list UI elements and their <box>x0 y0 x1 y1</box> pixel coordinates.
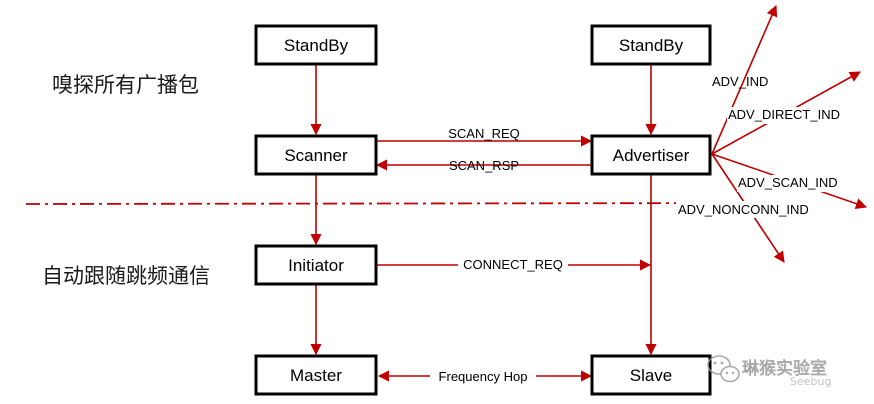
label-adv-direct-ind: ADV_DIRECT_IND <box>728 107 840 122</box>
label-adv-scan-ind: ADV_SCAN_IND <box>738 175 838 190</box>
label-adv-ind: ADV_IND <box>712 74 768 89</box>
advertiser-box: Advertiser <box>590 134 712 176</box>
standby-left-box: StandBy <box>254 24 378 66</box>
slave-box: Slave <box>590 354 712 396</box>
standby-left-label: StandBy <box>284 36 349 55</box>
section-label-hop: 自动跟随跳频通信 <box>42 264 210 288</box>
initiator-label: Initiator <box>288 256 344 275</box>
label-adv-nonconn-ind: ADV_NONCONN_IND <box>678 202 809 217</box>
label-bg-adv-scan-ind <box>737 175 847 192</box>
scanner-box: Scanner <box>254 134 378 176</box>
label-bg-frequency-hop <box>430 367 536 384</box>
label-scan-req: SCAN_REQ <box>448 126 520 141</box>
watermark-sub: Seebug <box>790 375 831 388</box>
ray-adv-ind <box>711 4 778 155</box>
label-frequency-hop: Frequency Hop <box>439 369 528 384</box>
advertiser-label: Advertiser <box>613 146 690 165</box>
watermark-name: 琳猴实验室 <box>742 358 827 379</box>
master-label: Master <box>290 366 342 385</box>
watermark: 琳猴实验室 Seebug <box>707 355 831 388</box>
initiator-box: Initiator <box>254 244 378 286</box>
section-label-sniff: 嗅探所有广播包 <box>52 73 199 97</box>
master-box: Master <box>254 354 378 396</box>
label-connect-req: CONNECT_REQ <box>463 257 563 272</box>
section-divider <box>25 202 777 205</box>
label-bg-adv-nonconn-ind <box>676 201 824 218</box>
label-bg-connect-req <box>458 256 568 273</box>
label-bg-adv-direct-ind <box>727 107 847 124</box>
scanner-label: Scanner <box>284 146 348 165</box>
wechat-icon <box>707 355 740 383</box>
slave-label: Slave <box>630 366 673 385</box>
standby-right-box: StandBy <box>590 24 712 66</box>
standby-right-label: StandBy <box>619 36 684 55</box>
label-scan-rsp: SCAN_RSP <box>449 158 519 173</box>
